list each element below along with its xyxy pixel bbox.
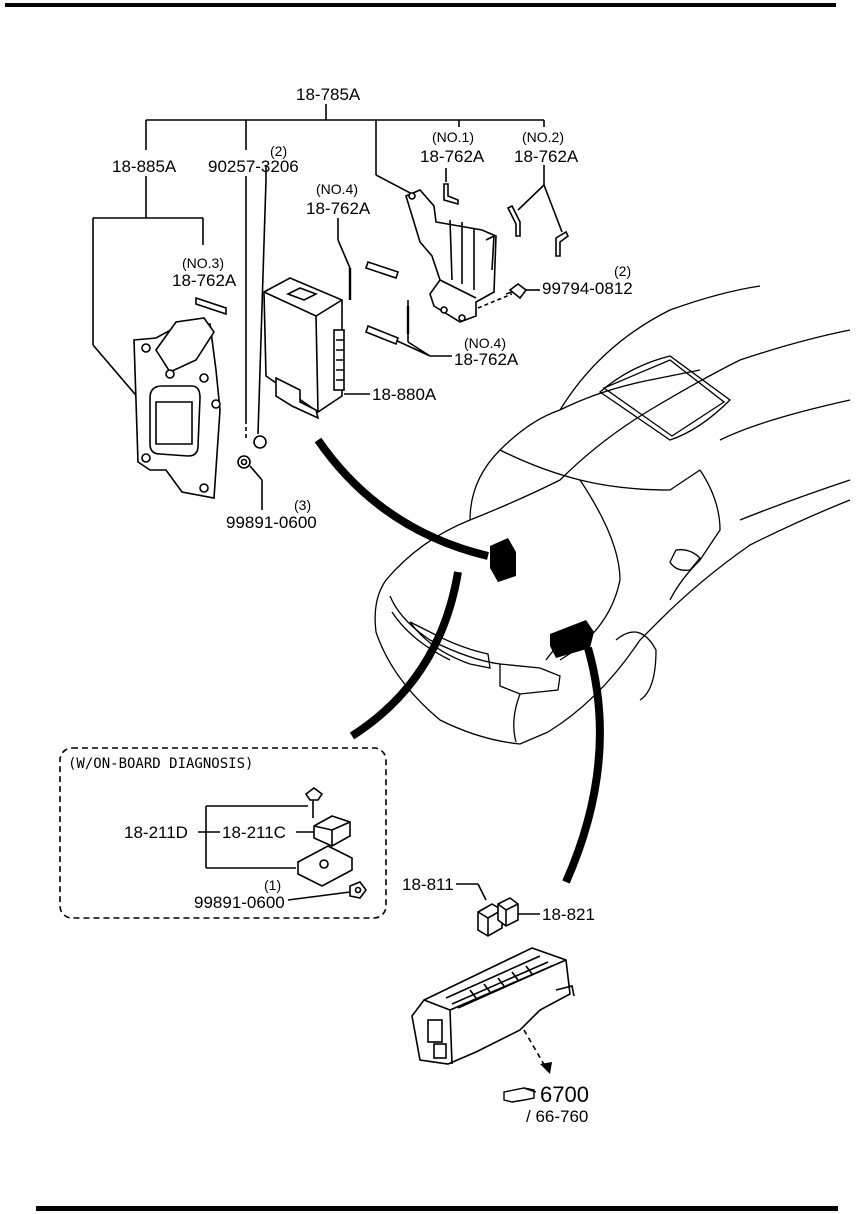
label-obd-nut[interactable]: 99891-0600 — [194, 893, 285, 912]
clip-90257 — [253, 435, 267, 449]
label-18-785A[interactable]: 18-785A — [296, 85, 361, 104]
label-no4-top: (NO.4) — [316, 181, 358, 197]
bracket-upper — [405, 189, 497, 323]
label-obd-nut-qty: (1) — [264, 877, 281, 893]
clip-no3 — [195, 296, 227, 316]
label-18-885A[interactable]: 18-885A — [112, 157, 177, 176]
pointing-hand-icon — [503, 1087, 537, 1103]
clip-no4-top — [348, 260, 400, 300]
vehicle-outline — [374, 285, 851, 745]
control-module-18-880A — [263, 277, 345, 420]
label-obd-title: (W/ON-BOARD DIAGNOSIS) — [68, 756, 253, 772]
clip-no1 — [443, 183, 459, 206]
pointer-module — [314, 437, 489, 560]
clip-no2-b — [555, 230, 570, 257]
relay-leaders — [456, 883, 552, 1074]
label-nut-qty: (3) — [294, 497, 311, 513]
pointer-obd — [349, 571, 462, 740]
label-no2-part[interactable]: 18-762A — [514, 147, 579, 166]
obd-nut — [349, 881, 367, 899]
label-no1-part[interactable]: 18-762A — [420, 147, 485, 166]
obd-bolt — [304, 787, 324, 818]
bracket-18-885A — [133, 317, 221, 499]
fuse-block — [411, 947, 575, 1065]
label-no3: (NO.3) — [182, 255, 224, 271]
label-no4-top-part[interactable]: 18-762A — [306, 199, 371, 218]
label-no3-part[interactable]: 18-762A — [172, 271, 237, 290]
pointer-relay — [562, 646, 604, 884]
top-border — [5, 3, 836, 7]
bottom-border — [36, 1206, 838, 1211]
label-bolt-qty: (2) — [614, 263, 631, 279]
obd-sensor-18-211C — [313, 815, 351, 847]
obd-leaders — [198, 805, 351, 901]
reference-page[interactable]: 6700 — [540, 1082, 589, 1107]
clip-no2-a — [506, 204, 521, 237]
leader-tree — [92, 104, 563, 510]
label-18-880A[interactable]: 18-880A — [372, 385, 437, 404]
label-no2: (NO.2) — [522, 129, 564, 145]
clip-no4-bottom — [365, 306, 410, 346]
label-99891-0600[interactable]: 99891-0600 — [226, 513, 317, 532]
relay-18-821 — [497, 897, 519, 927]
module-location-marker — [490, 538, 516, 582]
label-18-211C[interactable]: 18-211C — [222, 823, 286, 842]
label-18-821[interactable]: 18-821 — [542, 905, 595, 924]
relay-location-marker — [550, 620, 594, 658]
label-no1: (NO.1) — [432, 129, 474, 145]
reference-sub[interactable]: / 66-760 — [526, 1107, 588, 1126]
label-90257-3206[interactable]: 90257-3206 — [208, 157, 299, 176]
label-no4-bottom-part[interactable]: 18-762A — [454, 350, 519, 369]
obd-bracket-18-211D — [297, 845, 353, 887]
label-group: 18-785A 18-885A (2) 90257-3206 (NO.1) 18… — [68, 85, 633, 1126]
label-clip-qty: (2) — [270, 143, 287, 159]
label-99794-0812[interactable]: 99794-0812 — [542, 279, 633, 298]
label-18-211D[interactable]: 18-211D — [124, 823, 188, 842]
obd-box — [59, 747, 387, 919]
label-no4-bottom: (NO.4) — [464, 335, 506, 351]
label-18-811[interactable]: 18-811 — [402, 875, 454, 894]
bolt-99794 — [505, 283, 528, 300]
nut-99891 — [237, 455, 251, 469]
